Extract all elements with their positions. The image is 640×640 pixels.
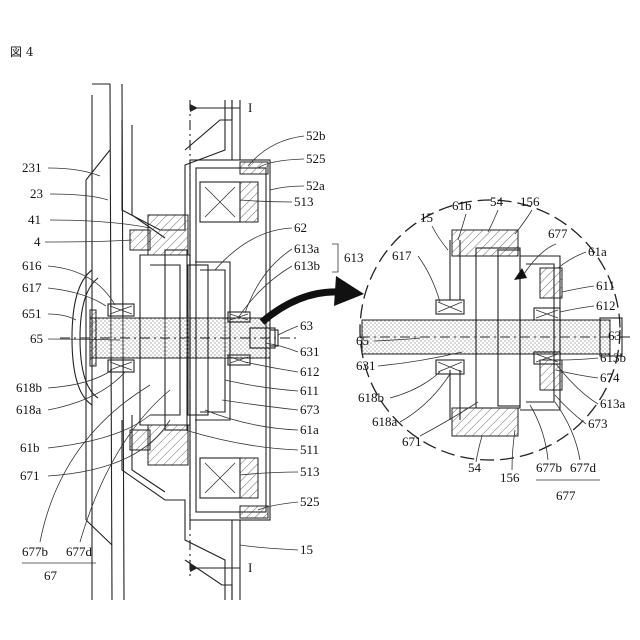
- label-618a: 618a: [16, 402, 42, 417]
- label-677b: 677b: [22, 544, 48, 559]
- detail-arrow: [262, 276, 364, 322]
- main-section-view: I I: [60, 84, 300, 600]
- label-677d: 677d: [66, 544, 93, 559]
- label-15-main: 15: [300, 542, 313, 557]
- figure-title: 図 4: [10, 45, 34, 59]
- label-631: 631: [300, 344, 320, 359]
- label-673: 673: [300, 402, 320, 417]
- detail-label-617: 617: [392, 248, 412, 263]
- label-63: 63: [300, 318, 313, 333]
- label-511: 511: [300, 442, 319, 457]
- detail-label-673: 673: [588, 416, 608, 431]
- label-52b: 52b: [306, 128, 326, 143]
- detail-label-65: 65: [356, 333, 369, 348]
- detail-label-15: 15: [420, 210, 433, 225]
- label-65: 65: [30, 331, 43, 346]
- detail-label-677-bottom: 677: [556, 488, 576, 503]
- section-mark-top: I: [248, 100, 252, 115]
- detail-label-63: 63: [608, 328, 621, 343]
- detail-label-54-top: 54: [490, 194, 504, 209]
- bearing-616: [108, 304, 134, 316]
- label-611: 611: [300, 383, 319, 398]
- label-231: 231: [22, 160, 42, 175]
- detail-label-671: 671: [402, 434, 422, 449]
- label-61b: 61b: [20, 440, 40, 455]
- detail-label-618b: 618b: [358, 390, 384, 405]
- label-513-bottom: 513: [300, 464, 320, 479]
- detail-label-674: 674: [600, 370, 620, 385]
- detail-label-612: 612: [596, 298, 616, 313]
- detail-label-611: 611: [596, 278, 615, 293]
- detail-label-61b: 61b: [452, 198, 472, 213]
- label-23: 23: [30, 186, 43, 201]
- detail-label-156-top: 156: [520, 194, 540, 209]
- detail-label-156-bottom: 156: [500, 470, 520, 485]
- detail-bearing-612: [534, 308, 560, 320]
- detail-label-613b: 613b: [600, 350, 626, 365]
- detail-label-677-top: 677: [548, 226, 568, 241]
- label-513-top: 513: [294, 194, 314, 209]
- label-613: 613: [344, 250, 364, 265]
- detail-label-677d: 677d: [570, 460, 597, 475]
- label-617: 617: [22, 280, 42, 295]
- label-62: 62: [294, 220, 307, 235]
- label-67: 67: [44, 568, 58, 583]
- detail-label-54-bottom: 54: [468, 460, 482, 475]
- detail-label-618a: 618a: [372, 414, 398, 429]
- label-671: 671: [20, 468, 40, 483]
- section-mark-bottom: I: [248, 560, 252, 575]
- detail-label-61a: 61a: [588, 244, 607, 259]
- stator-coil-top: [200, 182, 258, 222]
- label-613a: 613a: [294, 241, 320, 256]
- label-61a: 61a: [300, 422, 319, 437]
- label-525-top: 525: [306, 151, 326, 166]
- label-612: 612: [300, 364, 320, 379]
- detail-label-677b: 677b: [536, 460, 562, 475]
- label-4: 4: [34, 234, 41, 249]
- label-613b: 613b: [294, 258, 320, 273]
- label-616: 616: [22, 258, 42, 273]
- label-525-bottom: 525: [300, 494, 320, 509]
- label-618b: 618b: [16, 380, 42, 395]
- label-52a: 52a: [306, 178, 325, 193]
- label-41: 41: [28, 212, 41, 227]
- detail-label-613a: 613a: [600, 396, 626, 411]
- detail-bearing-617: [436, 300, 464, 314]
- label-651: 651: [22, 306, 42, 321]
- detail-label-631: 631: [356, 358, 376, 373]
- stator-coil-bottom: [200, 458, 258, 498]
